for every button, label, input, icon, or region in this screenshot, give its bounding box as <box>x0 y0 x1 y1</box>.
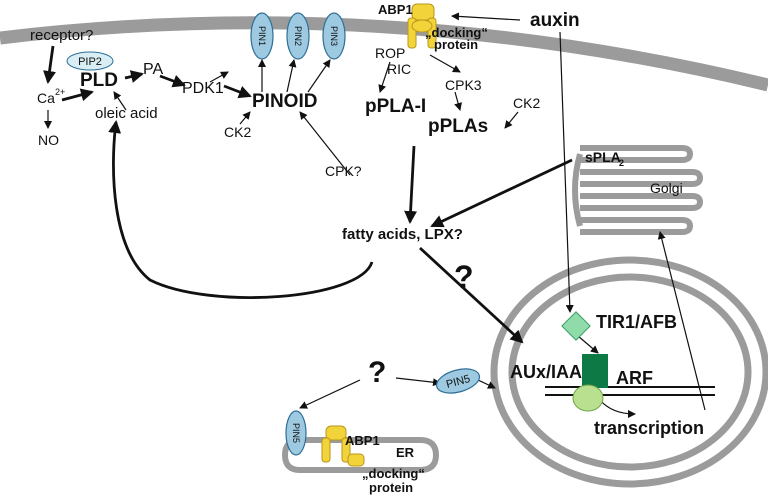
arrow-tir1-to-auxiaa <box>577 335 599 354</box>
golgi-stack <box>572 145 704 235</box>
tir1-label: TIR1/AFB <box>596 312 677 332</box>
arrow-pld-to-pa <box>124 70 144 83</box>
arrow-cpk3-to-pplas <box>454 91 462 111</box>
golgi-label: Golgi <box>650 180 683 196</box>
arrow-pinoid-to-pin3 <box>307 59 331 93</box>
arrow-pplai-to-fatty <box>404 145 418 224</box>
arrow-spla2-to-fatty <box>430 158 573 228</box>
arrow-pinoid-to-pin2 <box>286 59 297 93</box>
pinoid-label: PINOID <box>252 91 317 112</box>
pin3-protein: PIN3 <box>322 12 346 60</box>
pin5-er-protein: PIN5 <box>285 410 307 456</box>
fatty-acids-label: fatty acids, LPX? <box>342 226 463 243</box>
tir1-receptor <box>561 311 591 341</box>
receptor-label: receptor? <box>30 27 93 44</box>
ca-label: Ca <box>37 90 55 106</box>
pdk1-label: PDK1 <box>182 80 224 97</box>
pplai-label: pPLA-I <box>365 96 426 117</box>
cpk-label: CPK? <box>325 163 362 179</box>
arrow-auxin-to-tir1 <box>559 31 574 313</box>
pip2-oval <box>66 51 114 71</box>
arrow-rop-to-pplai <box>378 61 391 93</box>
arrow-transcription-to-golgi <box>657 231 706 411</box>
arrow-q-to-pin5-top <box>395 377 441 387</box>
pin2-protein: PIN2 <box>286 12 310 60</box>
ric-label: RIC <box>387 61 411 77</box>
arrow-arf-transcription <box>599 399 636 418</box>
pa-label: PA <box>143 61 163 78</box>
docking-top-label: „docking“ <box>425 25 488 40</box>
ck2-right-label: CK2 <box>513 95 540 111</box>
arrow-ck2-to-pinoid <box>239 111 251 125</box>
plasma-membrane <box>0 16 768 92</box>
arrow-fatty-to-oleic <box>108 120 374 299</box>
question-mark-mid: ? <box>368 356 386 389</box>
docking-er-label-2: protein <box>369 480 413 495</box>
rop-label: ROP <box>375 45 405 61</box>
arf-protein <box>572 384 604 412</box>
arrow-docking-to-cpk3 <box>429 54 461 73</box>
arrow-pin5-to-nucleus <box>477 379 496 389</box>
arrow-cpk-to-pinoid <box>299 111 351 176</box>
pin1-label: PIN1 <box>257 26 267 46</box>
nucleus <box>490 256 768 488</box>
er-label: ER <box>396 445 415 460</box>
no-label: NO <box>38 132 59 148</box>
arrow-ck2-to-pplas <box>504 111 519 129</box>
transcription-label: transcription <box>594 418 704 438</box>
arf-label: ARF <box>616 368 653 388</box>
auxin-label: auxin <box>530 10 580 31</box>
auxiaa-protein <box>582 354 608 388</box>
auxiaa-label: AUx/IAA <box>510 362 582 382</box>
arrow-ca-to-pld <box>61 88 94 102</box>
arrow-pa-to-pdk1 <box>159 74 186 88</box>
pin1-protein: PIN1 <box>250 12 274 60</box>
pin5-er-label: PIN5 <box>291 423 301 443</box>
docking-er-label: „docking“ <box>362 466 425 481</box>
docking-top-label-2: protein <box>434 37 478 52</box>
arrow-fatty-to-auxiaa <box>419 246 524 344</box>
pip2-label: PIP2 <box>78 56 102 68</box>
pin2-label: PIN2 <box>293 26 303 46</box>
abp1-er-label: ABP1 <box>345 433 380 448</box>
cpk3-label: CPK3 <box>445 77 482 93</box>
ck2-left-label: CK2 <box>224 124 251 140</box>
pld-label: PLD <box>80 70 118 91</box>
abp1-er-protein <box>321 425 365 467</box>
arrow-q-to-pin5-er <box>299 379 361 409</box>
question-mark-big: ? <box>454 259 474 295</box>
pin3-label: PIN3 <box>329 26 339 46</box>
abp1-top-label: ABP1 <box>378 2 413 17</box>
spla2-subscript: 2 <box>619 158 624 168</box>
arrow-auxin-to-abp1 <box>451 12 521 21</box>
spla2-label: sPLA <box>585 149 621 165</box>
oleic-acid-label: oleic acid <box>95 105 158 122</box>
abp1-top-protein <box>407 3 437 49</box>
ca-superscript: 2+ <box>55 87 65 97</box>
pin5-top-protein: PIN5 <box>435 368 481 394</box>
arrow-receptor-to-ca <box>43 45 56 84</box>
arrow-pdk1-to-pinoid <box>223 84 252 99</box>
pplas-label: pPLAs <box>428 116 488 137</box>
arrow-pdk-to-pip <box>209 71 229 83</box>
arrow-oleic-to-pld <box>113 91 127 111</box>
